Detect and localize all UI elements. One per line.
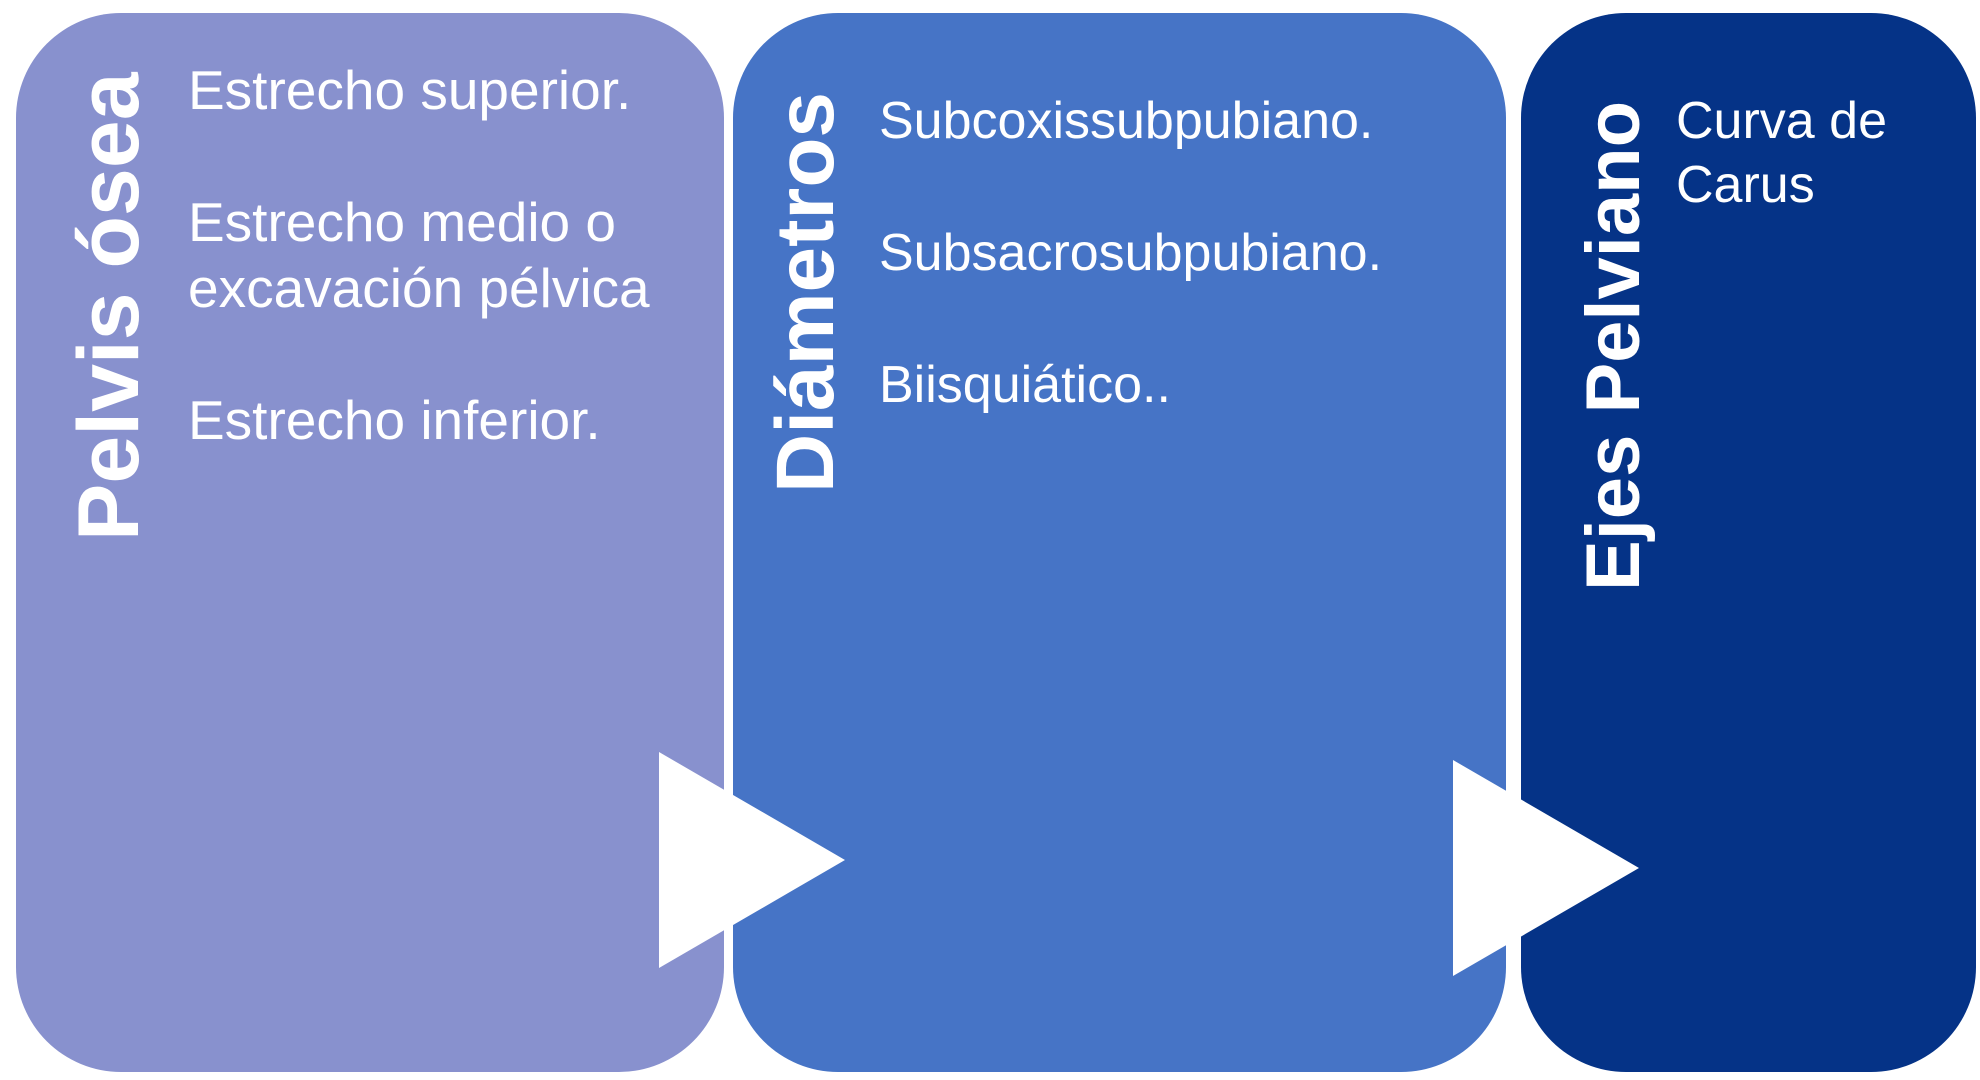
- list-item: Estrecho medio o excavación pélvica: [188, 191, 650, 319]
- item-list: Subcoxissubpubiano. Subsacrosubpubiano. …: [879, 89, 1499, 485]
- item-list: Curva de Carus: [1676, 89, 1966, 277]
- list-item: Curva de Carus: [1676, 92, 1887, 214]
- panel-diametros: Diámetros Subcoxissubpubiano. Subsacrosu…: [733, 13, 1506, 1072]
- panel-title: Diámetros: [760, 91, 851, 493]
- list-item: Subcoxissubpubiano.: [879, 92, 1374, 150]
- panel-title: Ejes Pelviano: [1571, 100, 1656, 591]
- item-list: Estrecho superior. Estrecho medio o exca…: [188, 57, 708, 519]
- right-triangle-arrow-icon: [659, 752, 845, 968]
- panel-title: Pelvis ósea: [61, 72, 157, 541]
- list-item: Subsacrosubpubiano.: [879, 224, 1383, 282]
- list-item: Biisquiático..: [879, 356, 1171, 414]
- right-triangle-arrow-icon: [1453, 760, 1639, 976]
- list-item: Estrecho inferior.: [188, 389, 601, 451]
- list-item: Estrecho superior.: [188, 59, 632, 121]
- panel-pelvis-osea: Pelvis ósea Estrecho superior. Estrecho …: [16, 13, 724, 1072]
